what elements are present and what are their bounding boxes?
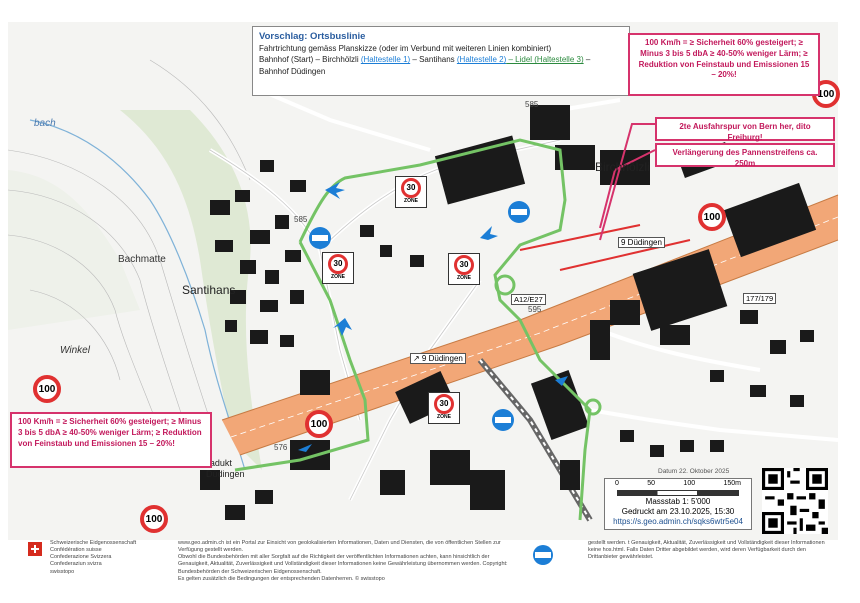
direction-arrows: [298, 182, 568, 452]
buildings: [200, 105, 817, 520]
callout-second-lane: 2te Ausfahrspur von Bern her, dito Freib…: [655, 117, 835, 142]
bus-route-green-west: [234, 241, 370, 472]
contour-lines: [7, 59, 251, 461]
callout-speed-limit-left: 100 Km/h = ≥ Sicherheit 60% gesteigert; …: [10, 412, 212, 468]
motorway-edge-s: [239, 239, 839, 456]
callout-speed-limit-top: 100 Km/h = ≥ Sicherheit 60% gesteigert; …: [628, 33, 820, 96]
proposal-line1: Fahrtrichtung gemäss Planskizze (oder im…: [259, 44, 552, 54]
bus-stop-signs[interactable]: [309, 201, 553, 565]
footer: Schweizerische Eidgenossenschaft Confédé…: [28, 540, 838, 600]
scale-bar: [617, 489, 739, 496]
stream: [29, 119, 246, 471]
extra-lane-marking: [519, 224, 641, 251]
hard-shoulder-marking: [559, 239, 691, 271]
scale-ratio: Massstab 1: 5'000: [645, 496, 711, 506]
disclaimer-text-right: gestellt werden. t Genauigkeit, Aktualit…: [588, 540, 825, 561]
proposal-box: Vorschlag: Ortsbuslinie Fahrtrichtung ge…: [252, 26, 630, 96]
bus-route-green: [298, 138, 592, 521]
roundabout-north: [494, 274, 516, 296]
proposal-title: Vorschlag: Ortsbuslinie: [259, 31, 366, 42]
qr-code[interactable]: [762, 468, 828, 534]
swiss-flag-icon: [28, 542, 42, 556]
meadow-area: [8, 170, 140, 330]
callout-hard-shoulder: Verlängerung des Pannenstreifens ca. 250…: [655, 143, 835, 168]
scale-url[interactable]: https://s.geo.admin.ch/sqks6wtr5e04: [613, 516, 743, 526]
scale-printed: Gedruckt am 23.10.2025, 15:30: [621, 506, 735, 516]
roundabout-south: [584, 398, 602, 416]
callout-leaders: [599, 123, 656, 241]
proposal-line3: Bahnhof Düdingen: [259, 66, 326, 76]
proposal-line2: Bahnhof (Start) – Birchhölzli (Haltestel…: [259, 55, 591, 65]
date-label: Datum 22. Oktober 2025: [658, 468, 730, 475]
government-credit: Schweizerische Eidgenossenschaft Confédé…: [50, 540, 137, 575]
disclaimer-text: www.geo.admin.ch ist ein Portal zur Eins…: [178, 540, 508, 582]
